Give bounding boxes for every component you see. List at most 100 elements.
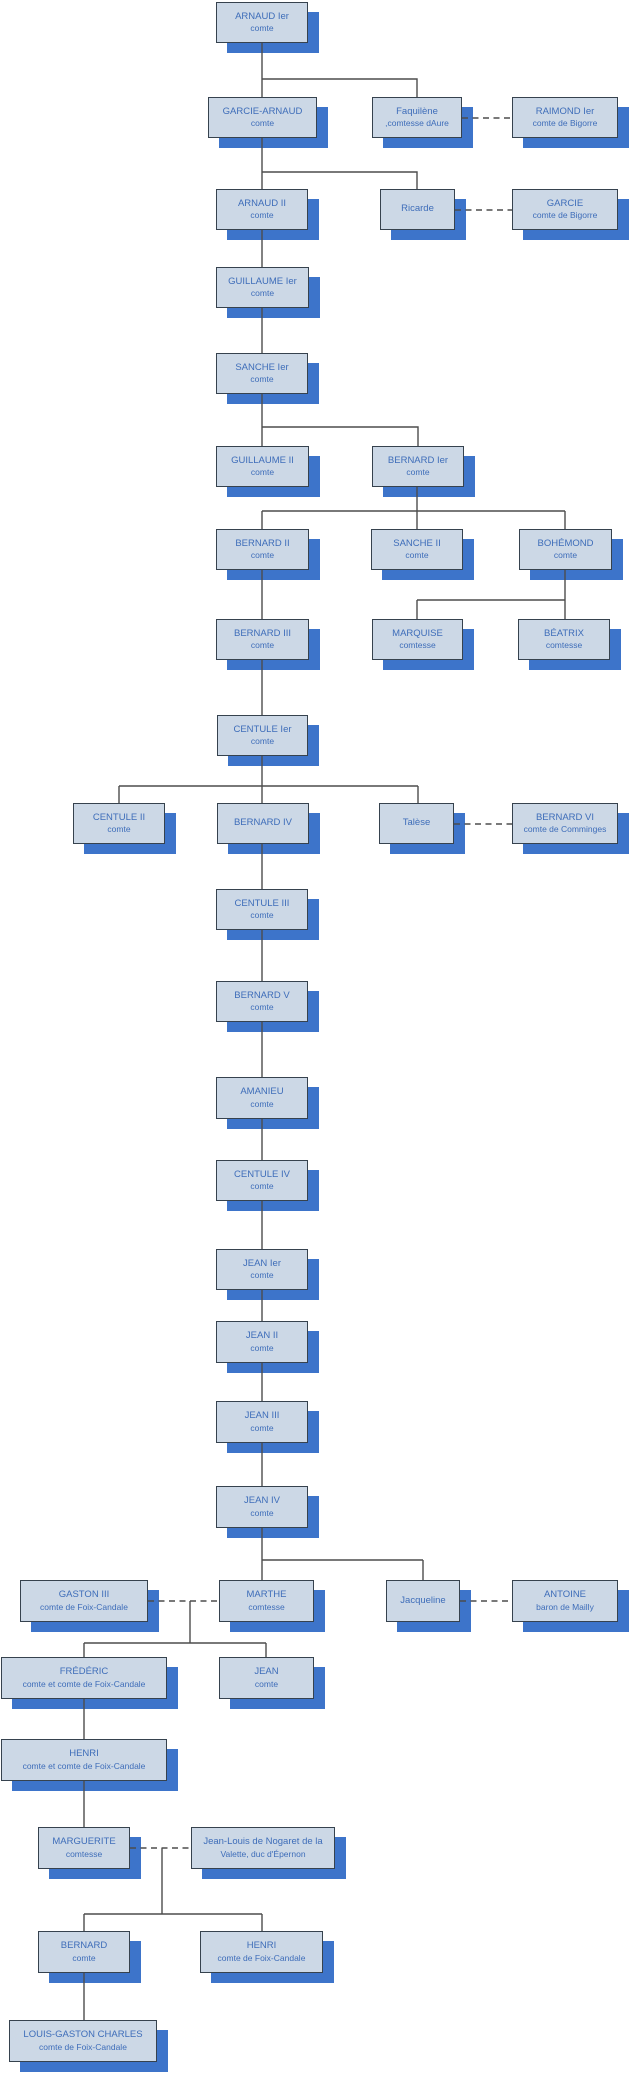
person-title: comte: [250, 467, 275, 478]
tree-node-marthe: MARTHE comtesse: [219, 1580, 314, 1622]
person-name: HENRI: [69, 1748, 99, 1760]
tree-node-frederic: FRÉDÉRIC comte et comte de Foix-Candale: [1, 1657, 167, 1699]
person-title: comte: [250, 23, 274, 34]
tree-node-louis-gaston-charles: LOUIS-GASTON CHARLES comte de Foix-Canda…: [9, 2020, 157, 2062]
tree-node-bernard-2: BERNARD II comte: [216, 529, 309, 570]
tree-node-bernard-5: BERNARD V comte: [216, 981, 308, 1022]
person-title: comte: [250, 288, 275, 299]
tree-node-centule-4: CENTULE IV comte: [216, 1160, 308, 1201]
tree-node-henri-fc: HENRI comte et comte de Foix-Candale: [1, 1739, 167, 1781]
tree-node-amanieu: AMANIEU comte: [216, 1077, 308, 1119]
person-title: comte: [250, 210, 274, 221]
person-name: GARCIE-ARNAUD: [222, 105, 303, 117]
person-name: Jacqueline: [400, 1594, 446, 1606]
tree-node-centule-3: CENTULE III comte: [216, 889, 308, 930]
tree-node-jean-2: JEAN II comte: [216, 1321, 308, 1363]
person-name: BERNARD II: [235, 537, 290, 549]
tree-node-centule-2: CENTULE II comte: [73, 803, 165, 844]
person-title: comte: [250, 736, 275, 747]
person-title: comte: [250, 1098, 274, 1109]
person-title: comte: [250, 1181, 274, 1192]
person-title: comte: [250, 550, 275, 561]
person-title: comte: [405, 550, 429, 561]
person-title: comte: [250, 1270, 274, 1281]
person-name: SANCHE II: [393, 537, 441, 549]
person-title: baron de Mailly: [536, 1601, 594, 1612]
person-title: comte: [250, 1002, 274, 1013]
person-name: CENTULE II: [92, 811, 146, 823]
person-name: Ricarde: [401, 203, 434, 215]
tree-node-sanche-1: SANCHE Ier comte: [216, 353, 308, 394]
person-title: comte de Bigorre: [532, 210, 598, 221]
person-title: comtesse: [399, 640, 436, 651]
person-title: comte: [553, 550, 578, 561]
person-name: Jean-Louis de Nogaret de la: [203, 1836, 323, 1848]
person-title: comte: [250, 1507, 274, 1518]
person-title: comtesse: [65, 1848, 103, 1859]
person-name: BERNARD V: [234, 989, 290, 1001]
person-name: MARTHE: [246, 1589, 287, 1601]
person-name: RAIMOND Ier: [535, 105, 595, 117]
tree-node-garcie-arnaud: GARCIE-ARNAUD comte: [208, 97, 317, 138]
tree-node-jacqueline: Jacqueline: [386, 1580, 460, 1622]
person-name: FRÉDÉRIC: [59, 1666, 109, 1678]
person-title: comte: [250, 118, 275, 129]
tree-node-jean-3: JEAN III comte: [216, 1401, 308, 1443]
person-name: ANTOINE: [543, 1589, 587, 1601]
person-title: comte: [72, 1952, 96, 1963]
tree-node-bernard-6: BERNARD VI comte de Comminges: [512, 803, 618, 844]
person-title: comte: [250, 640, 275, 651]
person-name: JEAN: [254, 1666, 279, 1678]
person-name: Talèse: [402, 817, 431, 829]
person-title: comte: [254, 1678, 279, 1689]
tree-node-bernard-1: BERNARD Ier comte: [372, 446, 464, 487]
person-name: JEAN Ier: [242, 1257, 281, 1269]
person-name: CENTULE III: [234, 897, 290, 909]
tree-node-ricarde: Ricarde: [380, 189, 455, 230]
tree-node-centule-1: CENTULE Ier comte: [217, 715, 308, 756]
person-title: comte: [250, 910, 274, 921]
person-name: CENTULE IV: [234, 1168, 290, 1180]
tree-node-bohemond: BOHÉMOND comte: [519, 529, 612, 570]
person-name: ARNAUD II: [237, 197, 287, 209]
person-name: GUILLAUME II: [231, 454, 294, 466]
person-title: comtesse: [248, 1601, 285, 1612]
tree-node-arnaud-2: ARNAUD II comte: [216, 189, 308, 230]
person-name: BERNARD IV: [233, 817, 293, 829]
tree-node-jean-1: JEAN Ier comte: [216, 1249, 308, 1290]
tree-node-sanche-2: SANCHE II comte: [371, 529, 463, 570]
person-title: comte de Bigorre: [532, 118, 598, 129]
tree-node-beatrix: BÉATRIX comtesse: [518, 619, 610, 660]
person-title: comte de Foix-Candale: [40, 1601, 128, 1612]
tree-node-jean: JEAN comte: [219, 1657, 314, 1699]
person-name: BERNARD VI: [535, 811, 595, 823]
person-title: Valette, duc d'Épernon: [220, 1848, 306, 1859]
person-title: comte et comte de Foix-Candale: [22, 1678, 146, 1689]
person-name: MARGUERITE: [52, 1836, 116, 1848]
tree-node-antoine: ANTOINE baron de Mailly: [512, 1580, 618, 1622]
tree-node-faquilene: Faquilène ,comtesse dAure: [372, 97, 462, 138]
tree-node-bernard: BERNARD comte: [38, 1931, 130, 1973]
person-name: GARCIE: [546, 197, 584, 209]
tree-node-marguerite: MARGUERITE comtesse: [38, 1827, 130, 1869]
person-name: MARQUISE: [392, 627, 443, 639]
tree-node-bernard-3: BERNARD III comte: [216, 619, 309, 660]
person-name: JEAN IV: [244, 1495, 280, 1507]
person-title: comte et comte de Foix-Candale: [22, 1760, 146, 1771]
tree-node-marquise: MARQUISE comtesse: [372, 619, 463, 660]
person-name: BOHÉMOND: [537, 537, 594, 549]
person-title: ,comtesse dAure: [385, 118, 449, 129]
tree-node-gaston-3: GASTON III comte de Foix-Candale: [20, 1580, 148, 1622]
tree-node-henri-2: HENRI comte de Foix-Candale: [200, 1931, 323, 1973]
person-title: comte: [250, 374, 274, 385]
person-name: Faquilène: [396, 105, 438, 117]
person-name: GUILLAUME Ier: [228, 275, 297, 287]
tree-node-jean-louis: Jean-Louis de Nogaret de la Valette, duc…: [191, 1827, 335, 1869]
person-name: LOUIS-GASTON CHARLES: [23, 2029, 143, 2041]
person-name: BÉATRIX: [544, 627, 584, 639]
person-title: comte: [250, 1342, 274, 1353]
person-name: CENTULE Ier: [233, 723, 292, 735]
tree-node-guillaume-1: GUILLAUME Ier comte: [216, 267, 309, 308]
